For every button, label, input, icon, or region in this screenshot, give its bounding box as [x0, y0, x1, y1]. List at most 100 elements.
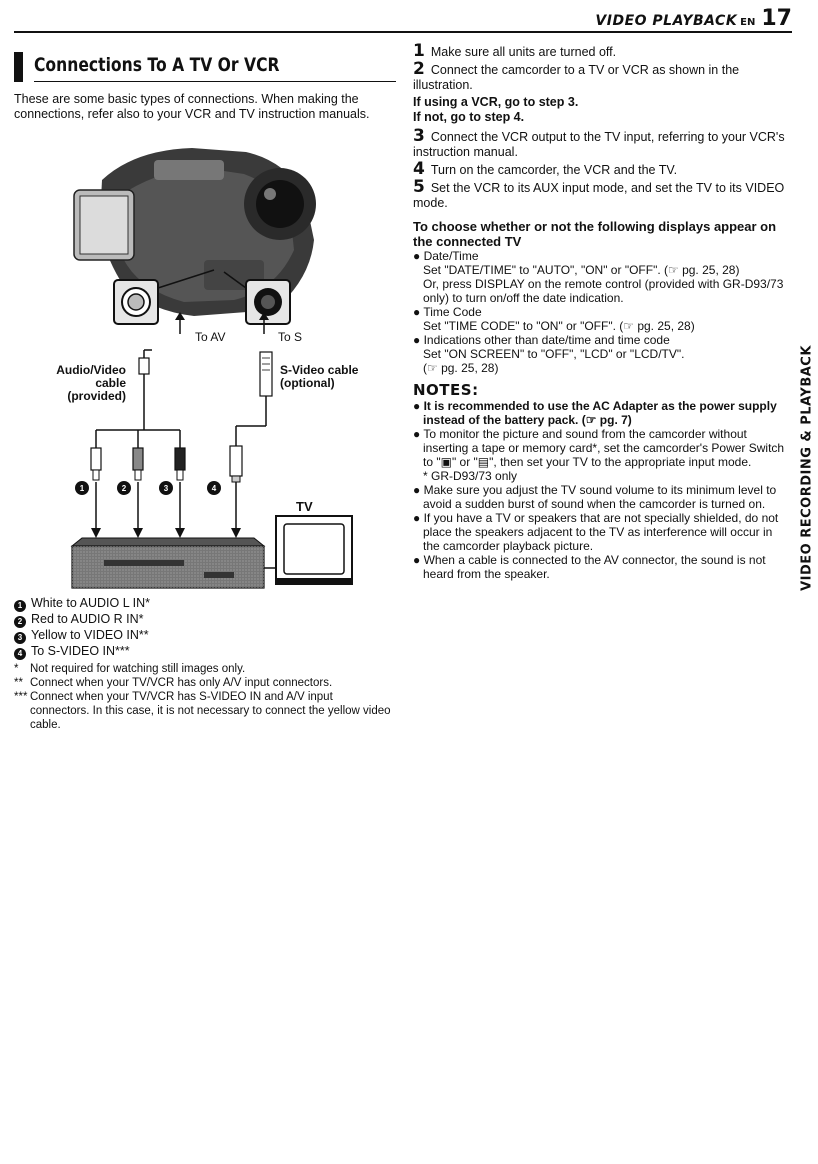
- step-number: 5: [413, 177, 425, 197]
- note-subitem: * GR-D93/73 only: [423, 469, 518, 483]
- note-item: ● It is recommended to use the AC Adapte…: [413, 399, 777, 427]
- note-item: ● To monitor the picture and sound from …: [413, 427, 785, 469]
- step-2-vcr-branch: If using a VCR, go to step 3.: [413, 95, 579, 109]
- displays-heading: To choose whether or not the following d…: [413, 219, 777, 249]
- connection-diagram: 1 2 3 4: [70, 148, 353, 589]
- legend-number: 2: [14, 616, 26, 628]
- note-text: It is recommended to use the AC Adapter …: [423, 399, 777, 427]
- marker-1: 1: [75, 481, 89, 495]
- step-text: Set the VCR to its AUX input mode, and s…: [413, 181, 785, 210]
- note-text: To monitor the picture and sound from th…: [423, 427, 785, 469]
- step-number: 2: [413, 59, 425, 79]
- rca-plug-yellow: [174, 447, 186, 481]
- display-item-line: (☞ pg. 25, 28): [423, 361, 499, 375]
- page-header: VIDEO PLAYBACK EN 17: [595, 6, 792, 31]
- legend-number: 3: [14, 632, 26, 644]
- step-text: Turn on the camcorder, the VCR and the T…: [430, 163, 678, 177]
- footnote-mark: *: [14, 663, 19, 675]
- cable-branches: [95, 429, 181, 448]
- note-item: ● Make sure you adjust the TV sound volu…: [413, 483, 777, 511]
- step-number: 4: [413, 159, 425, 179]
- s-video-cable-label: S-Video cable (optional): [280, 363, 359, 390]
- display-item-other-indications: ● Indications other than date/time and t…: [413, 333, 670, 347]
- to-av-label: To AV: [195, 330, 226, 344]
- s-video-plug: [235, 351, 273, 446]
- title-block: Connections To A TV Or VCR: [14, 52, 396, 82]
- tv-illustration: [275, 515, 353, 585]
- step-text: Connect the VCR output to the TV input, …: [413, 130, 785, 159]
- legend-text: To S-VIDEO IN***: [31, 644, 130, 658]
- display-item-title: Date/Time: [423, 249, 479, 263]
- tv-label: TV: [296, 499, 313, 514]
- marker-3: 3: [159, 481, 173, 495]
- legend-text: White to AUDIO L IN*: [31, 596, 151, 610]
- footnote: ***Connect when your TV/VCR has S-VIDEO …: [14, 690, 392, 732]
- vcr-illustration: [70, 537, 266, 589]
- legend-number: 4: [14, 648, 26, 660]
- display-item-line: Set "DATE/TIME" to "AUTO", "ON" or "OFF"…: [423, 263, 740, 277]
- step-number: 1: [413, 41, 425, 61]
- display-item-time-code: ● Time Code: [413, 305, 482, 319]
- av-cable-label: Audio/Video cable (provided): [56, 363, 126, 403]
- step-4: 4 Turn on the camcorder, the VCR and the …: [413, 159, 788, 179]
- footnote: * Not required for watching still images …: [14, 662, 392, 676]
- to-s-label: To S: [278, 330, 303, 344]
- marker-2: 2: [117, 481, 131, 495]
- legend-text: Yellow to VIDEO IN**: [31, 628, 149, 642]
- side-tab-label: VIDEO RECORDING & PLAYBACK: [799, 344, 815, 591]
- marker-4: 4: [207, 481, 221, 495]
- rca-plug-white: [90, 447, 102, 481]
- svg-text:3: 3: [164, 484, 169, 493]
- av-plug: [138, 349, 152, 430]
- s-video-connector: [229, 445, 243, 483]
- intro-text: These are some basic types of connection…: [14, 92, 370, 121]
- legend-text: Red to AUDIO R IN*: [31, 612, 144, 626]
- legend-item: 3 Yellow to VIDEO IN**: [14, 628, 392, 644]
- note-item: ● If you have a TV or speakers that are …: [413, 511, 779, 553]
- connection-legend: 1 White to AUDIO L IN* 2 Red to AUDIO R IN…: [14, 596, 392, 732]
- display-item-line: Set "ON SCREEN" to "OFF", "LCD" or "LCD/…: [423, 347, 685, 361]
- note-item: ● When a cable is connected to the AV co…: [413, 553, 766, 581]
- display-item-line: Set "TIME CODE" to "ON" or "OFF". (☞ pg.…: [423, 319, 695, 333]
- to-s-arrow: [259, 312, 269, 334]
- legend-item: 4 To S-VIDEO IN***: [14, 644, 392, 660]
- legend-number: 1: [14, 600, 26, 612]
- footnote: ** Connect when your TV/VCR has only A/V …: [14, 676, 392, 690]
- note-text: If you have a TV or speakers that are no…: [423, 511, 779, 553]
- note-text: Make sure you adjust the TV sound volume…: [423, 483, 777, 511]
- title-bar: [14, 52, 23, 82]
- down-arrows: [91, 482, 241, 538]
- to-av-arrow: [175, 312, 185, 334]
- step-text: Make sure all units are turned off.: [430, 45, 617, 59]
- title-rule: [34, 81, 396, 82]
- svg-text:2: 2: [122, 484, 127, 493]
- legend-item: 1 White to AUDIO L IN*: [14, 596, 392, 612]
- display-item-title: Indications other than date/time and tim…: [423, 333, 670, 347]
- note-text: When a cable is connected to the AV conn…: [423, 553, 766, 581]
- side-tab: VIDEO RECORDING & PLAYBACK: [797, 345, 817, 591]
- page-number: 17: [761, 6, 792, 31]
- step-text: Connect the camcorder to a TV or VCR as …: [413, 63, 740, 92]
- step-2-novcr-branch: If not, go to step 4.: [413, 110, 525, 124]
- rca-plug-red: [132, 447, 144, 481]
- footnote-text: Connect when your TV/VCR has only A/V in…: [30, 677, 333, 689]
- display-item-title: Time Code: [423, 305, 482, 319]
- footnote-text: Not required for watching still images o…: [30, 663, 246, 675]
- display-item-date-time: ● Date/Time: [413, 249, 479, 263]
- header-rule: [14, 31, 792, 33]
- camcorder-illustration: [73, 148, 316, 325]
- footnote-mark: **: [14, 677, 23, 689]
- language-code: EN: [740, 17, 756, 28]
- footnote-mark: ***: [14, 691, 28, 703]
- step-1: 1 Make sure all units are turned off.: [413, 41, 788, 61]
- step-number: 3: [413, 126, 425, 146]
- legend-item: 2 Red to AUDIO R IN*: [14, 612, 392, 628]
- page-title: Connections To A TV Or VCR: [34, 54, 280, 76]
- svg-text:4: 4: [212, 484, 217, 493]
- section-title: VIDEO PLAYBACK: [595, 13, 738, 29]
- svg-text:1: 1: [80, 484, 85, 493]
